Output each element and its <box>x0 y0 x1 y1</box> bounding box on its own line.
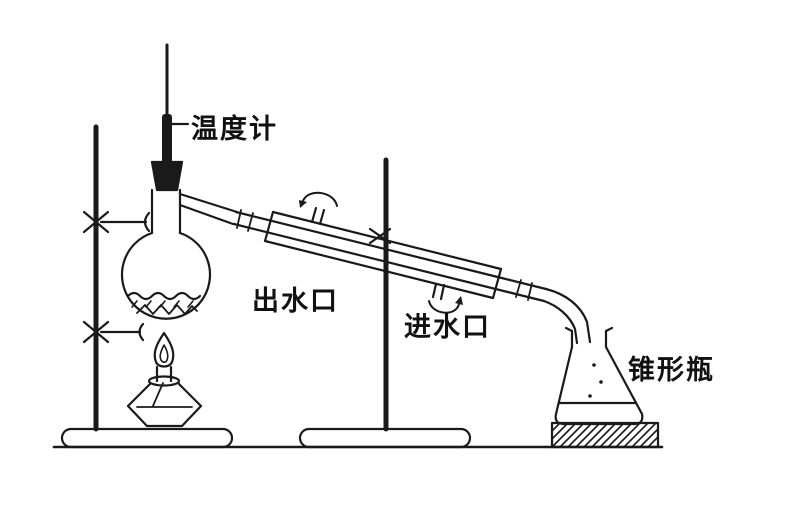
lamp-wick <box>152 382 164 407</box>
label-thermometer: 温度计 <box>191 114 278 144</box>
iron-stand-left <box>60 124 234 449</box>
thermometer <box>162 43 190 166</box>
condenser <box>232 191 548 314</box>
inflow-arrow <box>428 296 463 314</box>
right-ground-joint <box>515 279 533 301</box>
water-inlet-port <box>431 282 446 301</box>
rubber-stopper <box>150 160 184 192</box>
label-water-inlet: 进水口 <box>404 312 491 342</box>
support-block <box>550 421 660 449</box>
water-outlet-port <box>310 206 326 226</box>
round-bottom-flask <box>120 188 212 320</box>
delivery-tube <box>542 287 592 345</box>
flame <box>153 331 175 368</box>
alcohol-lamp <box>126 331 203 428</box>
outflow-arrow <box>299 191 338 208</box>
label-conical-flask: 锥形瓶 <box>628 355 715 385</box>
label-water-outlet: 出水口 <box>252 286 339 316</box>
iron-stand-middle <box>298 157 472 449</box>
